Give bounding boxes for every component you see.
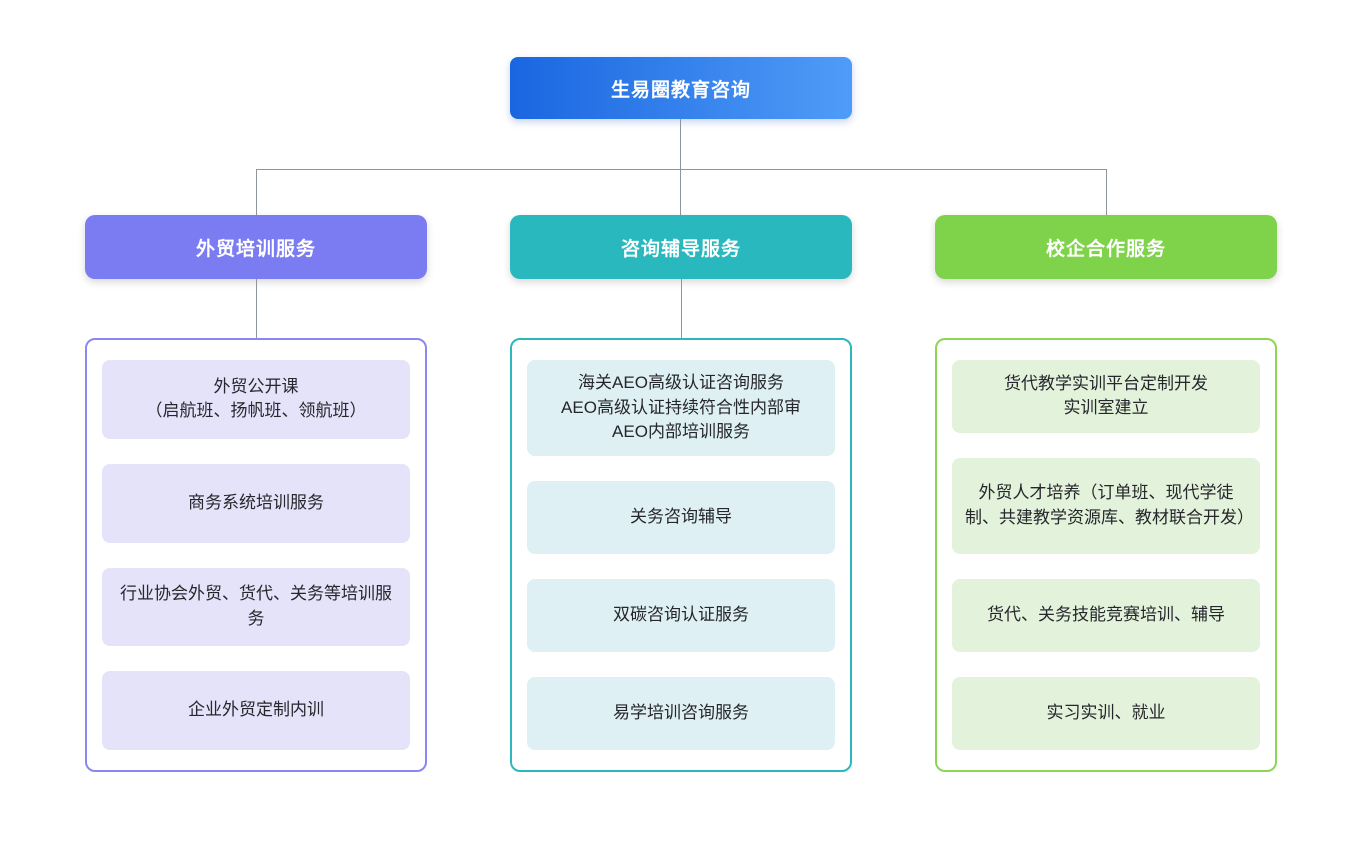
service-item: 外贸公开课 （启航班、扬帆班、领航班） [102,360,410,439]
service-item: 行业协会外贸、货代、关务等培训服务 [102,567,410,647]
branch-items-panel: 海关AEO高级认证咨询服务 AEO高级认证持续符合性内部审 AEO内部培训服务 … [510,338,852,772]
service-item: 易学培训咨询服务 [527,677,835,750]
branch-header-label: 外贸培训服务 [195,238,316,260]
service-item-label: 外贸公开课 （启航班、扬帆班、领航班） [145,376,367,421]
branch-header: 外贸培训服务 [85,215,427,279]
service-item: 货代教学实训平台定制开发 实训室建立 [952,360,1260,433]
service-item: 双碳咨询认证服务 [527,579,835,653]
connector-header-to-panel [681,279,682,338]
connector-drop-left [256,169,257,215]
connector-horizontal-rail [256,169,1106,170]
service-item-label: 货代、关务技能竞赛培训、辅导 [987,605,1225,625]
service-item: 海关AEO高级认证咨询服务 AEO高级认证持续符合性内部审 AEO内部培训服务 [527,360,835,457]
service-item-label: 易学培训咨询服务 [613,703,749,723]
connector-drop-right [1106,169,1107,215]
service-item-label: 海关AEO高级认证咨询服务 AEO高级认证持续符合性内部审 AEO内部培训服务 [561,373,801,442]
service-item-label: 外贸人才培养（订单班、现代学徒制、共建教学资源库、教材联合开发） [965,483,1254,528]
service-item: 货代、关务技能竞赛培训、辅导 [952,579,1260,653]
branch-foreign-trade-training: 外贸培训服务 外贸公开课 （启航班、扬帆班、领航班） 商务系统培训服务 行业协会… [85,215,427,772]
service-item: 商务系统培训服务 [102,463,410,543]
service-item-label: 货代教学实训平台定制开发 实训室建立 [1004,373,1208,418]
root-node: 生易圈教育咨询 [510,57,852,119]
branch-items-panel: 货代教学实训平台定制开发 实训室建立 外贸人才培养（订单班、现代学徒制、共建教学… [935,338,1277,772]
service-item-label: 实习实训、就业 [1046,703,1166,723]
connector-drop-center [680,169,681,215]
service-item-label: 行业协会外贸、货代、关务等培训服务 [120,584,392,628]
service-item-label: 双碳咨询认证服务 [613,605,749,625]
branch-header: 咨询辅导服务 [510,215,852,279]
service-item-label: 企业外贸定制内训 [188,700,324,720]
service-item: 关务咨询辅导 [527,481,835,555]
connector-root-stem [680,119,681,169]
connector-header-to-panel [256,279,257,338]
service-item: 实习实训、就业 [952,677,1260,750]
branch-header-label: 咨询辅导服务 [620,238,741,260]
service-item: 外贸人才培养（订单班、现代学徒制、共建教学资源库、教材联合开发） [952,457,1260,555]
service-item: 企业外贸定制内训 [102,671,410,750]
root-node-label: 生易圈教育咨询 [610,79,751,101]
service-item-label: 商务系统培训服务 [188,492,324,512]
branch-school-enterprise-cooperation: 校企合作服务 货代教学实训平台定制开发 实训室建立 外贸人才培养（订单班、现代学… [935,215,1277,772]
branch-consulting-coaching: 咨询辅导服务 海关AEO高级认证咨询服务 AEO高级认证持续符合性内部审 AEO… [510,215,852,772]
branch-header-label: 校企合作服务 [1045,238,1166,260]
service-item-label: 关务咨询辅导 [630,507,732,527]
branch-items-panel: 外贸公开课 （启航班、扬帆班、领航班） 商务系统培训服务 行业协会外贸、货代、关… [85,338,427,772]
branch-header: 校企合作服务 [935,215,1277,279]
